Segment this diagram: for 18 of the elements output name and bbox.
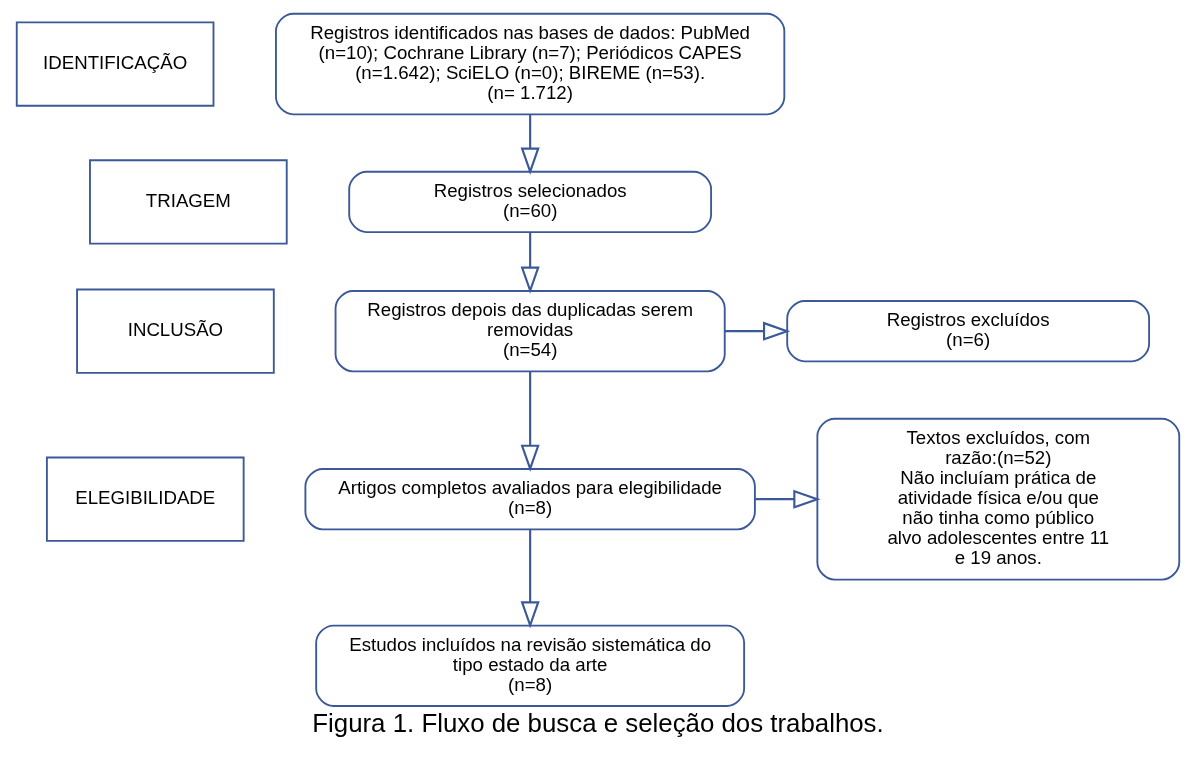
caption: Figura 1. Fluxo de busca e seleção dos trabalhos. xyxy=(311,709,884,738)
node-box: Registros identificados nas bases de dados: PubMed (n=10); Cochrane Library (n=7); Periódicos CAPES (n=1.642); SciELO (n=0); BIREME (n=53). (n= 1.712) xyxy=(274,12,785,116)
node-box: Registros selecionados (n=60) xyxy=(347,170,712,233)
node-box: IDENTIFICAÇÃO xyxy=(15,21,214,107)
node-box: Registros depois das duplicadas serem removidas (n=54) xyxy=(334,290,726,373)
arrow xyxy=(520,232,540,294)
node-box: ELEGIBILIDADE xyxy=(45,456,245,542)
arrow xyxy=(520,371,540,472)
node-box: INCLUSÃO xyxy=(75,288,275,374)
node-box: TRIAGEM xyxy=(88,159,288,245)
arrow xyxy=(520,114,540,175)
arrow xyxy=(754,489,821,509)
node-box: Registros excluídos (n=6) xyxy=(785,300,1150,363)
arrow xyxy=(724,321,790,341)
node-box: Estudos incluídos na revisão sistemática do tipo estado da arte (n=8) xyxy=(314,624,745,707)
node-box: Textos excluídos, com razão:(n=52) Não incluíam prática de atividade física e/ou que não tinha como público alvo adolescentes entre 11 e 19 anos. xyxy=(815,417,1180,581)
node-box: Artigos completos avaliados para elegibilidade (n=8) xyxy=(303,468,756,531)
arrow xyxy=(520,529,540,629)
